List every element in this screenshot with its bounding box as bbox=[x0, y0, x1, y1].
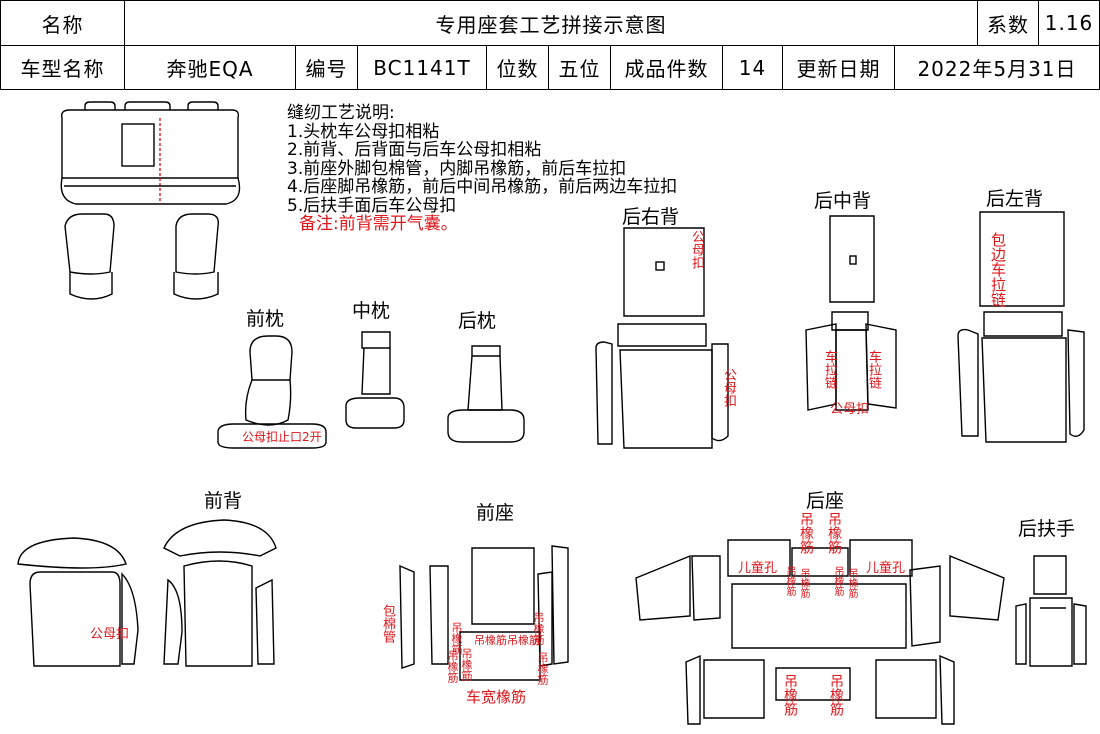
date-label: 更新日期 bbox=[782, 45, 895, 90]
rear-right-back-title: 后右背 bbox=[622, 206, 680, 228]
cotton-tube-annotation: 包棉管 bbox=[380, 604, 395, 643]
front-headrest-title: 前枕 bbox=[246, 308, 285, 330]
middle-headrest-title: 中枕 bbox=[352, 300, 391, 322]
rear-right-back-pattern bbox=[595, 227, 729, 449]
child-hole-annotation: 儿童孔 bbox=[738, 561, 778, 576]
doc-title: 专用座套工艺拼接示意图 bbox=[124, 0, 978, 46]
front-back-pattern bbox=[17, 519, 277, 667]
edge-zip-annotation: 包边车拉链 bbox=[989, 232, 1007, 307]
zip-annotation: 车拉链 bbox=[822, 350, 837, 389]
snap-annotation: 公母扣 bbox=[721, 368, 736, 407]
code-label: 编号 bbox=[295, 45, 358, 90]
note-item: 3.前座外脚包棉管，内脚吊橡筋，前后车拉扣 bbox=[287, 158, 627, 179]
elastic-annotation: 吊橡筋 bbox=[532, 612, 545, 645]
elastic-annotation: 吊橡筋 bbox=[832, 566, 843, 596]
elastic-annotation: 吊橡筋吊橡筋 bbox=[474, 634, 540, 647]
notes-title: 缝纫工艺说明: bbox=[287, 103, 395, 123]
rear-seat-pattern bbox=[635, 539, 1005, 725]
rear-armrest-pattern bbox=[1015, 555, 1087, 667]
model-label: 车型名称 bbox=[0, 45, 125, 90]
code-value: BC1141T bbox=[357, 45, 487, 90]
elastic-annotation: 吊橡筋 bbox=[846, 568, 857, 598]
coef-value: 1.16 bbox=[1038, 0, 1100, 46]
count-value: 14 bbox=[722, 45, 783, 90]
rear-armrest-title: 后扶手 bbox=[1018, 518, 1076, 540]
elastic-annotation: 吊橡筋 bbox=[798, 512, 814, 554]
elastic-annotation: 吊橡筋 bbox=[798, 568, 809, 598]
front-back-snap-annotation: 公母扣 bbox=[90, 627, 130, 642]
elastic-annotation: 吊橡筋 bbox=[460, 648, 473, 681]
elastic-annotation: 吊橡筋 bbox=[826, 512, 842, 554]
rear-headrest-title: 后枕 bbox=[458, 310, 497, 332]
pattern-drawing bbox=[17, 101, 1087, 725]
rear-middle-back-title: 后中背 bbox=[814, 190, 872, 212]
seat-label: 位数 bbox=[486, 45, 549, 90]
front-seat-icons bbox=[64, 213, 219, 300]
rear-headrest-pattern bbox=[447, 345, 525, 443]
elastic-annotation: 吊橡筋 bbox=[536, 652, 549, 685]
rear-seat-title: 后座 bbox=[806, 490, 845, 512]
car-width-elastic-annotation: 车宽橡筋 bbox=[466, 688, 527, 706]
front-seat-title: 前座 bbox=[476, 502, 515, 524]
count-label: 成品件数 bbox=[610, 45, 723, 90]
elastic-annotation: 吊橡筋 bbox=[782, 674, 798, 716]
model-value: 奔驰EQA bbox=[124, 45, 296, 90]
snap-annotation: 公母扣 bbox=[689, 230, 704, 269]
headrest-snap-annotation: 公母扣止口2开 bbox=[242, 430, 322, 444]
front-seat-pattern bbox=[399, 545, 569, 681]
rear-left-back-title: 后左背 bbox=[986, 188, 1044, 210]
front-back-title: 前背 bbox=[204, 490, 243, 512]
note-item: 1.头枕车公母扣相粘 bbox=[287, 121, 440, 142]
seat-overview-icon bbox=[60, 101, 241, 205]
zip-annotation: 车拉链 bbox=[866, 350, 881, 389]
seat-value: 五位 bbox=[548, 45, 611, 90]
rear-left-back-pattern bbox=[957, 211, 1085, 443]
front-headrest-pattern bbox=[217, 335, 327, 449]
middle-headrest-pattern bbox=[345, 331, 405, 429]
date-value: 2022年5月31日 bbox=[894, 45, 1100, 90]
notes-remark: 备注:前背需开气囊。 bbox=[299, 214, 458, 234]
note-item: 5.后扶手面后车公母扣 bbox=[287, 195, 457, 216]
note-item: 4.后座脚吊橡筋，前后中间吊橡筋，前后两边车拉扣 bbox=[287, 177, 678, 197]
elastic-annotation: 吊橡筋 bbox=[446, 650, 459, 683]
name-label: 名称 bbox=[0, 0, 125, 46]
note-item: 2.前背、后背面与后车公母扣相粘 bbox=[287, 140, 542, 160]
snap-annotation: 公母扣 bbox=[830, 402, 870, 417]
elastic-annotation: 吊橡筋 bbox=[828, 674, 844, 716]
rear-middle-back-pattern bbox=[805, 215, 897, 411]
coef-label: 系数 bbox=[977, 0, 1039, 46]
sewing-notes: 缝纫工艺说明: 1.头枕车公母扣相粘 2.前背、后背面与后车公母扣相粘 3.前座… bbox=[287, 104, 677, 234]
header-table: 名称 专用座套工艺拼接示意图 系数 1.16 车型名称 奔驰EQA 编号 BC1… bbox=[0, 0, 1100, 90]
child-hole-annotation: 儿童孔 bbox=[866, 561, 906, 576]
elastic-annotation: 吊橡筋 bbox=[784, 566, 795, 596]
elastic-annotation: 吊橡筋 bbox=[450, 622, 463, 655]
